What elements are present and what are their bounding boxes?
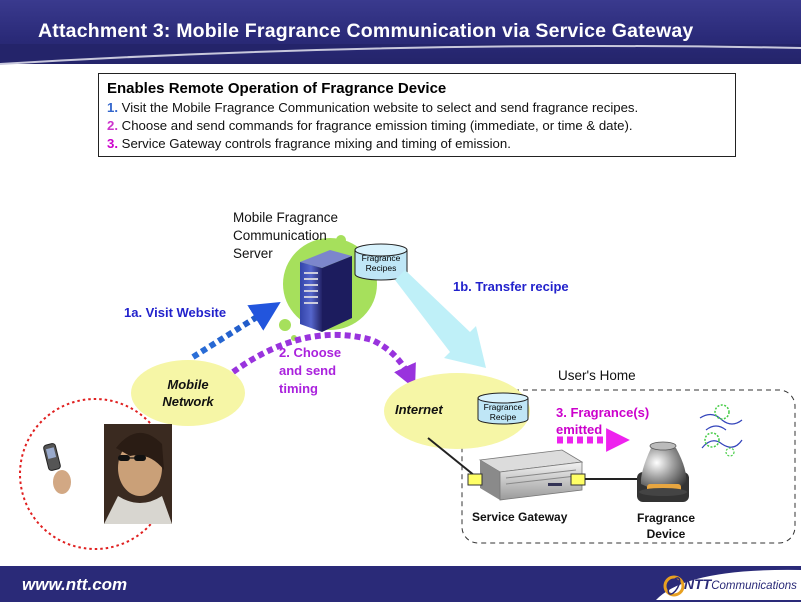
fragrance-recipes-db-icon [354, 243, 408, 281]
fragrance-device-label: Fragrance Device [626, 510, 706, 542]
summary-item-2-text: Choose and send commands for fragrance e… [118, 118, 633, 133]
summary-item-2: 2. Choose and send commands for fragranc… [107, 117, 727, 135]
ntt-logo [656, 569, 801, 600]
ntt-logo-text: NTTCommunications [684, 576, 797, 594]
summary-item-1-text: Visit the Mobile Fragrance Communication… [118, 100, 639, 115]
transfer-recipe-arrow [395, 270, 486, 368]
gateway-port-right [570, 473, 586, 486]
footer-url: www.ntt.com [22, 575, 128, 594]
summary-item-1-number: 1. [107, 100, 118, 115]
step-2-label: 2. Choose and send timing [279, 344, 341, 398]
fragrance-device-label-line-1: Fragrance [636, 511, 696, 525]
service-gateway-icon [478, 449, 584, 501]
users-home-label: User's Home [558, 368, 636, 383]
fragrance-recipe-db-icon [477, 392, 529, 425]
server-label-line-3: Server [233, 246, 273, 261]
step-3-label-line-1: 3. Fragrance(s) [556, 405, 650, 420]
recipes-db-label-line-1: Fragrance [361, 253, 401, 263]
recipes-db-label: Fragrance Recipes [357, 253, 405, 273]
mobile-network-cloud [131, 360, 245, 426]
step-2-label-line-1: 2. Choose [279, 345, 342, 360]
mobile-network-label: Mobile Network [148, 376, 228, 410]
summary-item-3-text: Service Gateway controls fragrance mixin… [118, 136, 511, 151]
gateway-port-left [467, 473, 483, 486]
service-gateway-label: Service Gateway [472, 510, 568, 524]
summary-item-2-number: 2. [107, 118, 118, 133]
architecture-diagram [19, 235, 796, 550]
recipes-db-label-line-2: Recipes [365, 263, 397, 273]
ntt-logo-ntt: NTT [684, 576, 712, 592]
mobile-network-label-line-1: Mobile [167, 377, 209, 392]
title-bar-curve [0, 44, 801, 65]
fragrance-device-icon [637, 441, 689, 502]
summary-box: Enables Remote Operation of Fragrance De… [98, 73, 736, 157]
internet-gateway-link [427, 437, 481, 481]
fragrance-device-label-line-2: Device [646, 527, 686, 541]
internet-label: Internet [395, 402, 443, 417]
page-title: Attachment 3: Mobile Fragrance Communica… [38, 20, 694, 42]
step-3-label-line-2: emitted [556, 422, 603, 437]
visit-website-arrow [191, 302, 281, 360]
mobile-network-label-line-2: Network [162, 394, 214, 409]
internet-cloud [384, 373, 530, 449]
summary-item-3: 3. Service Gateway controls fragrance mi… [107, 135, 727, 153]
server-tower-icon [300, 250, 352, 332]
step-3-label: 3. Fragrance(s) emitted [556, 404, 649, 438]
step-1b-label: 1b. Transfer recipe [453, 279, 569, 294]
step-1a-label: 1a. Visit Website [124, 305, 227, 320]
summary-item-1: 1. Visit the Mobile Fragrance Communicat… [107, 99, 727, 117]
recipe-db-label-line-1: Fragrance [483, 402, 523, 412]
scent-flowers-icon [699, 404, 743, 457]
summary-item-3-number: 3. [107, 136, 118, 151]
choose-timing-arrow [223, 331, 416, 389]
summary-heading: Enables Remote Operation of Fragrance De… [107, 80, 447, 97]
ntt-logo-communications: Communications [711, 580, 797, 592]
blob-dot [336, 235, 346, 245]
step-2-label-line-2: and send [279, 363, 337, 378]
server-label-line-2: Communication [233, 228, 327, 243]
step-2-label-line-3: timing [279, 381, 318, 396]
server-label: Mobile Fragrance Communication Server [233, 209, 338, 263]
recipe-db-label: Fragrance Recipe [478, 402, 528, 422]
blob-dot [279, 319, 291, 331]
recipe-db-label-line-2: Recipe [489, 412, 517, 422]
user-with-phone-photo [43, 424, 172, 524]
server-label-line-1: Mobile Fragrance [233, 210, 339, 225]
